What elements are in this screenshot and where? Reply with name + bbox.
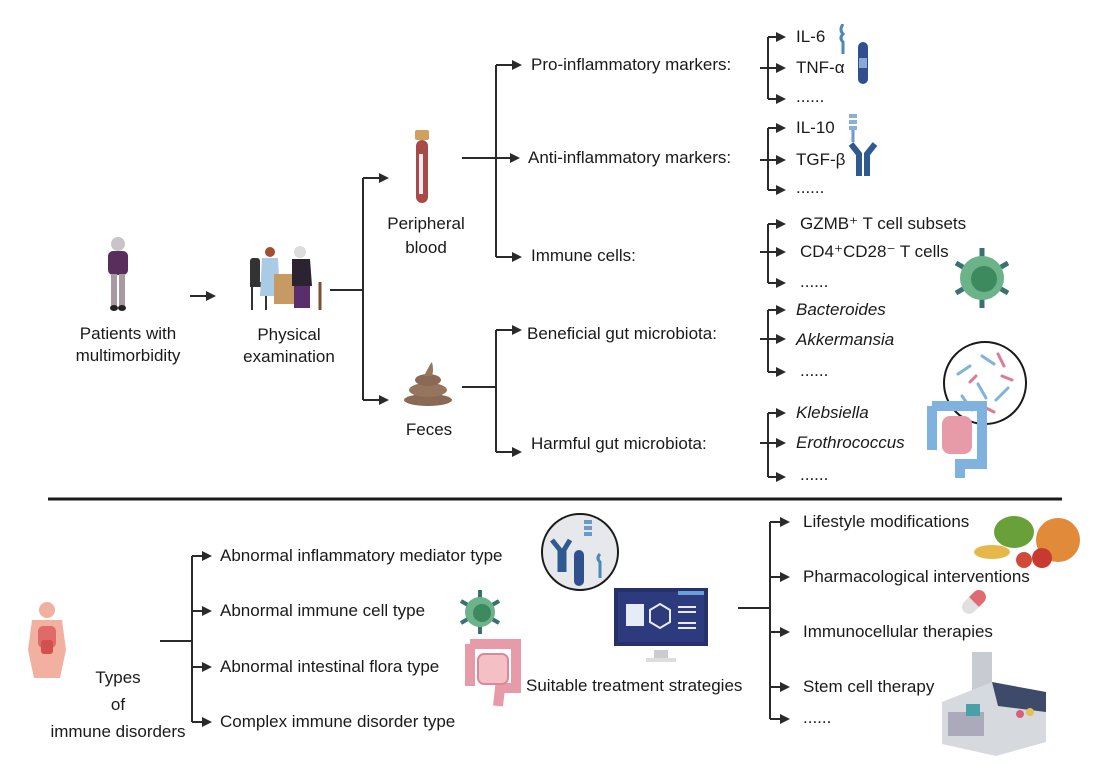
item-bacteroides: Bacteroides	[796, 300, 886, 319]
item-immune-more: ......	[800, 272, 829, 291]
feces-label: Feces	[405, 420, 453, 439]
pill-icon	[962, 590, 986, 614]
blood-label-line1: Peripheral	[387, 214, 465, 233]
disorder-type-2: Abnormal immune cell type	[220, 601, 426, 620]
immune-cell-icon	[954, 248, 1010, 308]
intestine-icon	[927, 401, 987, 478]
item-tnf-alpha: TNF-α	[796, 58, 845, 77]
types-label-line3: immune disorders	[50, 722, 186, 741]
types-label: Types of immune disorders	[50, 664, 185, 745]
harmful-microbiota-label: Harmful gut microbiota:	[531, 434, 707, 453]
patients-label-line2: multimorbidity	[75, 346, 181, 365]
treatment-lifestyle: Lifestyle modifications	[803, 512, 970, 531]
blood-tube-icon	[415, 130, 429, 203]
beneficial-microbiota-label: Beneficial gut microbiota:	[527, 324, 717, 343]
disorder-type-1: Abnormal inflammatory mediator type	[220, 546, 503, 565]
intestine-small-icon	[465, 639, 521, 707]
item-erothrococcus: Erothrococcus	[796, 433, 905, 452]
types-label-line2: of	[110, 695, 126, 714]
patients-label-line1: Patients with	[79, 324, 177, 343]
treatment-immunocellular: Immunocellular therapies	[803, 622, 993, 641]
item-anti-more: ......	[796, 178, 825, 197]
item-il10: IL-10	[796, 118, 835, 137]
immune-cell-small-icon	[459, 590, 501, 634]
bracket-pro	[760, 32, 786, 104]
item-klebsiella: Klebsiella	[796, 403, 869, 422]
disorder-type-3: Abnormal intestinal flora type	[220, 657, 440, 676]
monitor-icon	[614, 588, 708, 662]
item-pro-more: ......	[796, 87, 825, 106]
cytokine-il6-tnf-icon	[839, 24, 868, 84]
inflammatory-mediators-icon	[541, 513, 619, 591]
blood-label-line2: blood	[405, 238, 447, 257]
treatment-strategies-label: Suitable treatment strategies	[526, 676, 743, 695]
bracket-immune	[760, 219, 786, 288]
patients-label: Patients with multimorbidity	[76, 323, 181, 367]
bracket-anti	[760, 123, 786, 195]
exam-label-line1: Physical	[257, 325, 321, 344]
treatment-pharmacological: Pharmacological interventions	[803, 567, 1030, 586]
blood-label: Peripheral blood	[387, 212, 465, 260]
item-il6: IL-6	[796, 27, 826, 46]
bracket-beneficial	[760, 305, 786, 377]
treatment-more: ......	[803, 708, 832, 727]
elderly-patient-icon	[108, 237, 128, 311]
anti-inflammatory-label: Anti-inflammatory markers:	[528, 148, 732, 167]
physical-exam-icon	[250, 246, 322, 310]
item-harmful-more: ......	[800, 465, 829, 484]
bracket-harmful	[760, 408, 786, 482]
exam-label: Physical examination	[243, 324, 335, 368]
item-akkermansia: Akkermansia	[796, 330, 895, 349]
vegetables-icon	[974, 516, 1080, 568]
item-gzmb-t-cells: GZMB⁺ T cell subsets	[800, 214, 967, 233]
treatment-stem-cell: Stem cell therapy	[803, 677, 935, 696]
cytokine-il10-tgf-icon	[848, 114, 878, 176]
lab-machine-icon	[942, 652, 1046, 756]
human-body-icon	[28, 602, 66, 678]
types-label-line1: Types	[95, 668, 141, 687]
item-beneficial-more: ......	[800, 361, 829, 380]
disorder-type-4: Complex immune disorder type	[220, 712, 456, 731]
item-tgf-beta: TGF-β	[796, 150, 846, 169]
feces-icon	[404, 362, 452, 406]
item-cd4-cd28-t-cells: CD4⁺CD28⁻ T cells	[800, 242, 949, 261]
pro-inflammatory-label: Pro-inflammatory markers:	[531, 55, 732, 74]
immune-cells-label: Immune cells:	[531, 246, 636, 265]
exam-label-line2: examination	[243, 347, 335, 366]
